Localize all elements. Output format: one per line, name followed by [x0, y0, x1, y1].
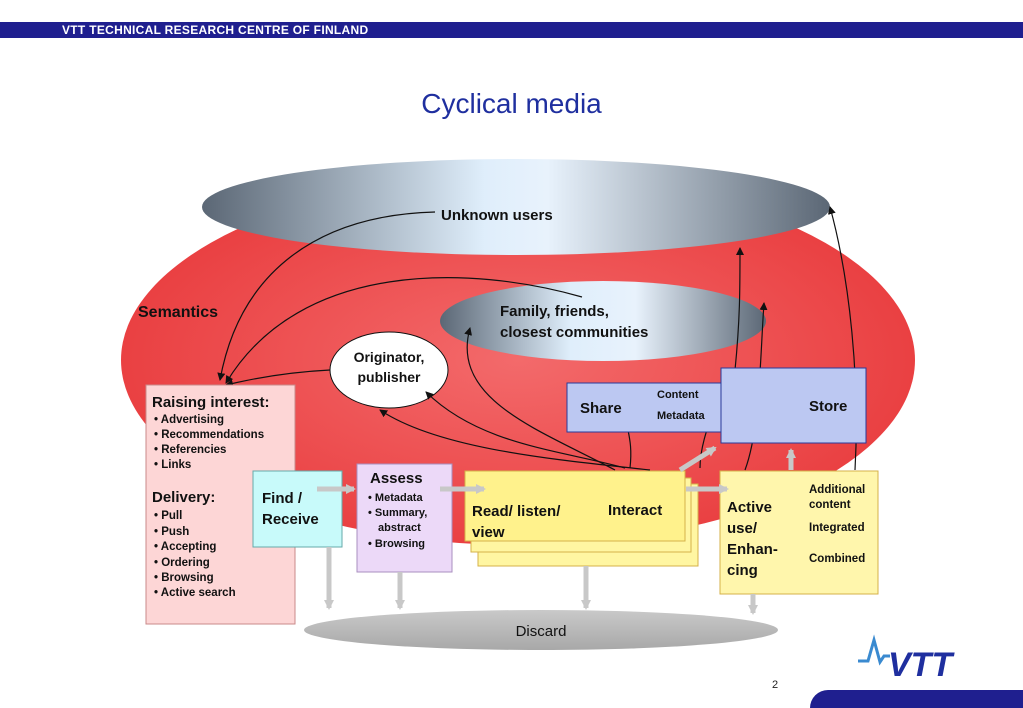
content-label: Content [657, 389, 699, 401]
assess-box [356, 463, 453, 573]
read-label-2: view [472, 524, 505, 541]
arrow-originator-to-raising [225, 369, 331, 388]
arrow-read-up [627, 429, 632, 469]
family-ellipse [440, 281, 766, 361]
find-label: Find / [262, 490, 303, 507]
active-label-2: use/ [727, 520, 758, 537]
delivery-item: • Pull [154, 510, 182, 522]
store-box [720, 367, 867, 444]
additional-label-2: content [809, 499, 851, 511]
assess-item: • Browsing [368, 538, 425, 550]
find-receive-box [252, 470, 343, 548]
read-box-front [464, 470, 686, 542]
assess-item: • Summary, [368, 507, 427, 519]
share-label: Share [580, 400, 622, 417]
delivery-item: • Accepting [154, 541, 216, 553]
page-title: Cyclical media [421, 88, 602, 119]
share-box [566, 382, 728, 433]
semantics-label: Semantics [138, 304, 218, 321]
arrow-read-to-family [464, 327, 616, 471]
interact-label: Interact [608, 502, 662, 519]
arrow-read-to-originator-2 [379, 409, 651, 471]
arrow-family-to-raising [225, 277, 583, 384]
active-label-1: Active [727, 499, 772, 516]
combined-label: Combined [809, 553, 865, 565]
assess-item: • Metadata [368, 492, 423, 504]
unknown-users-label: Unknown users [441, 207, 553, 224]
raising-item: • Advertising [154, 414, 224, 426]
arrow-unknown-to-raising [217, 211, 436, 381]
store-label: Store [809, 398, 847, 415]
originator-label-2: publisher [357, 369, 421, 385]
unknown-users-ellipse [202, 159, 830, 255]
assess-heading: Assess [370, 470, 423, 487]
originator-label-1: Originator, [354, 349, 425, 365]
discard-ellipse [304, 610, 778, 650]
delivery-item: • Ordering [154, 557, 210, 569]
raising-item: • Referencies [154, 444, 226, 456]
vtt-logo: VTT [858, 634, 955, 684]
active-use-box [719, 470, 879, 595]
family-label-1: Family, friends, [500, 303, 609, 320]
integrated-label: Integrated [809, 522, 865, 534]
active-label-3: Enhan- [727, 541, 778, 558]
page-number: 2 [772, 679, 779, 691]
arrow-read-to-store [678, 445, 717, 473]
raising-interest-heading: Raising interest: [152, 394, 270, 411]
delivery-item: • Push [154, 526, 189, 538]
additional-label-1: Additional [809, 484, 865, 496]
read-label-1: Read/ listen/ [472, 503, 561, 520]
delivery-item: • Browsing [154, 572, 214, 584]
footer-bar [810, 690, 1023, 708]
raising-item: • Links [154, 459, 191, 471]
metadata-label: Metadata [657, 410, 706, 422]
active-label-4: cing [727, 562, 758, 579]
delivery-heading: Delivery: [152, 489, 215, 506]
discard-label: Discard [516, 623, 567, 640]
vtt-logo-pulse-icon [858, 634, 890, 666]
header-bar: VTT TECHNICAL RESEARCH CENTRE OF FINLAND [0, 22, 1023, 38]
family-label-2: closest communities [500, 324, 648, 341]
arrow-store-to-unknown [734, 247, 744, 371]
receive-label: Receive [262, 511, 319, 528]
org-name: VTT TECHNICAL RESEARCH CENTRE OF FINLAND [62, 23, 369, 37]
assess-item: abstract [378, 522, 421, 534]
raising-item: • Recommendations [154, 429, 264, 441]
delivery-item: • Active search [154, 587, 236, 599]
vtt-logo-text: VTT [888, 646, 955, 684]
